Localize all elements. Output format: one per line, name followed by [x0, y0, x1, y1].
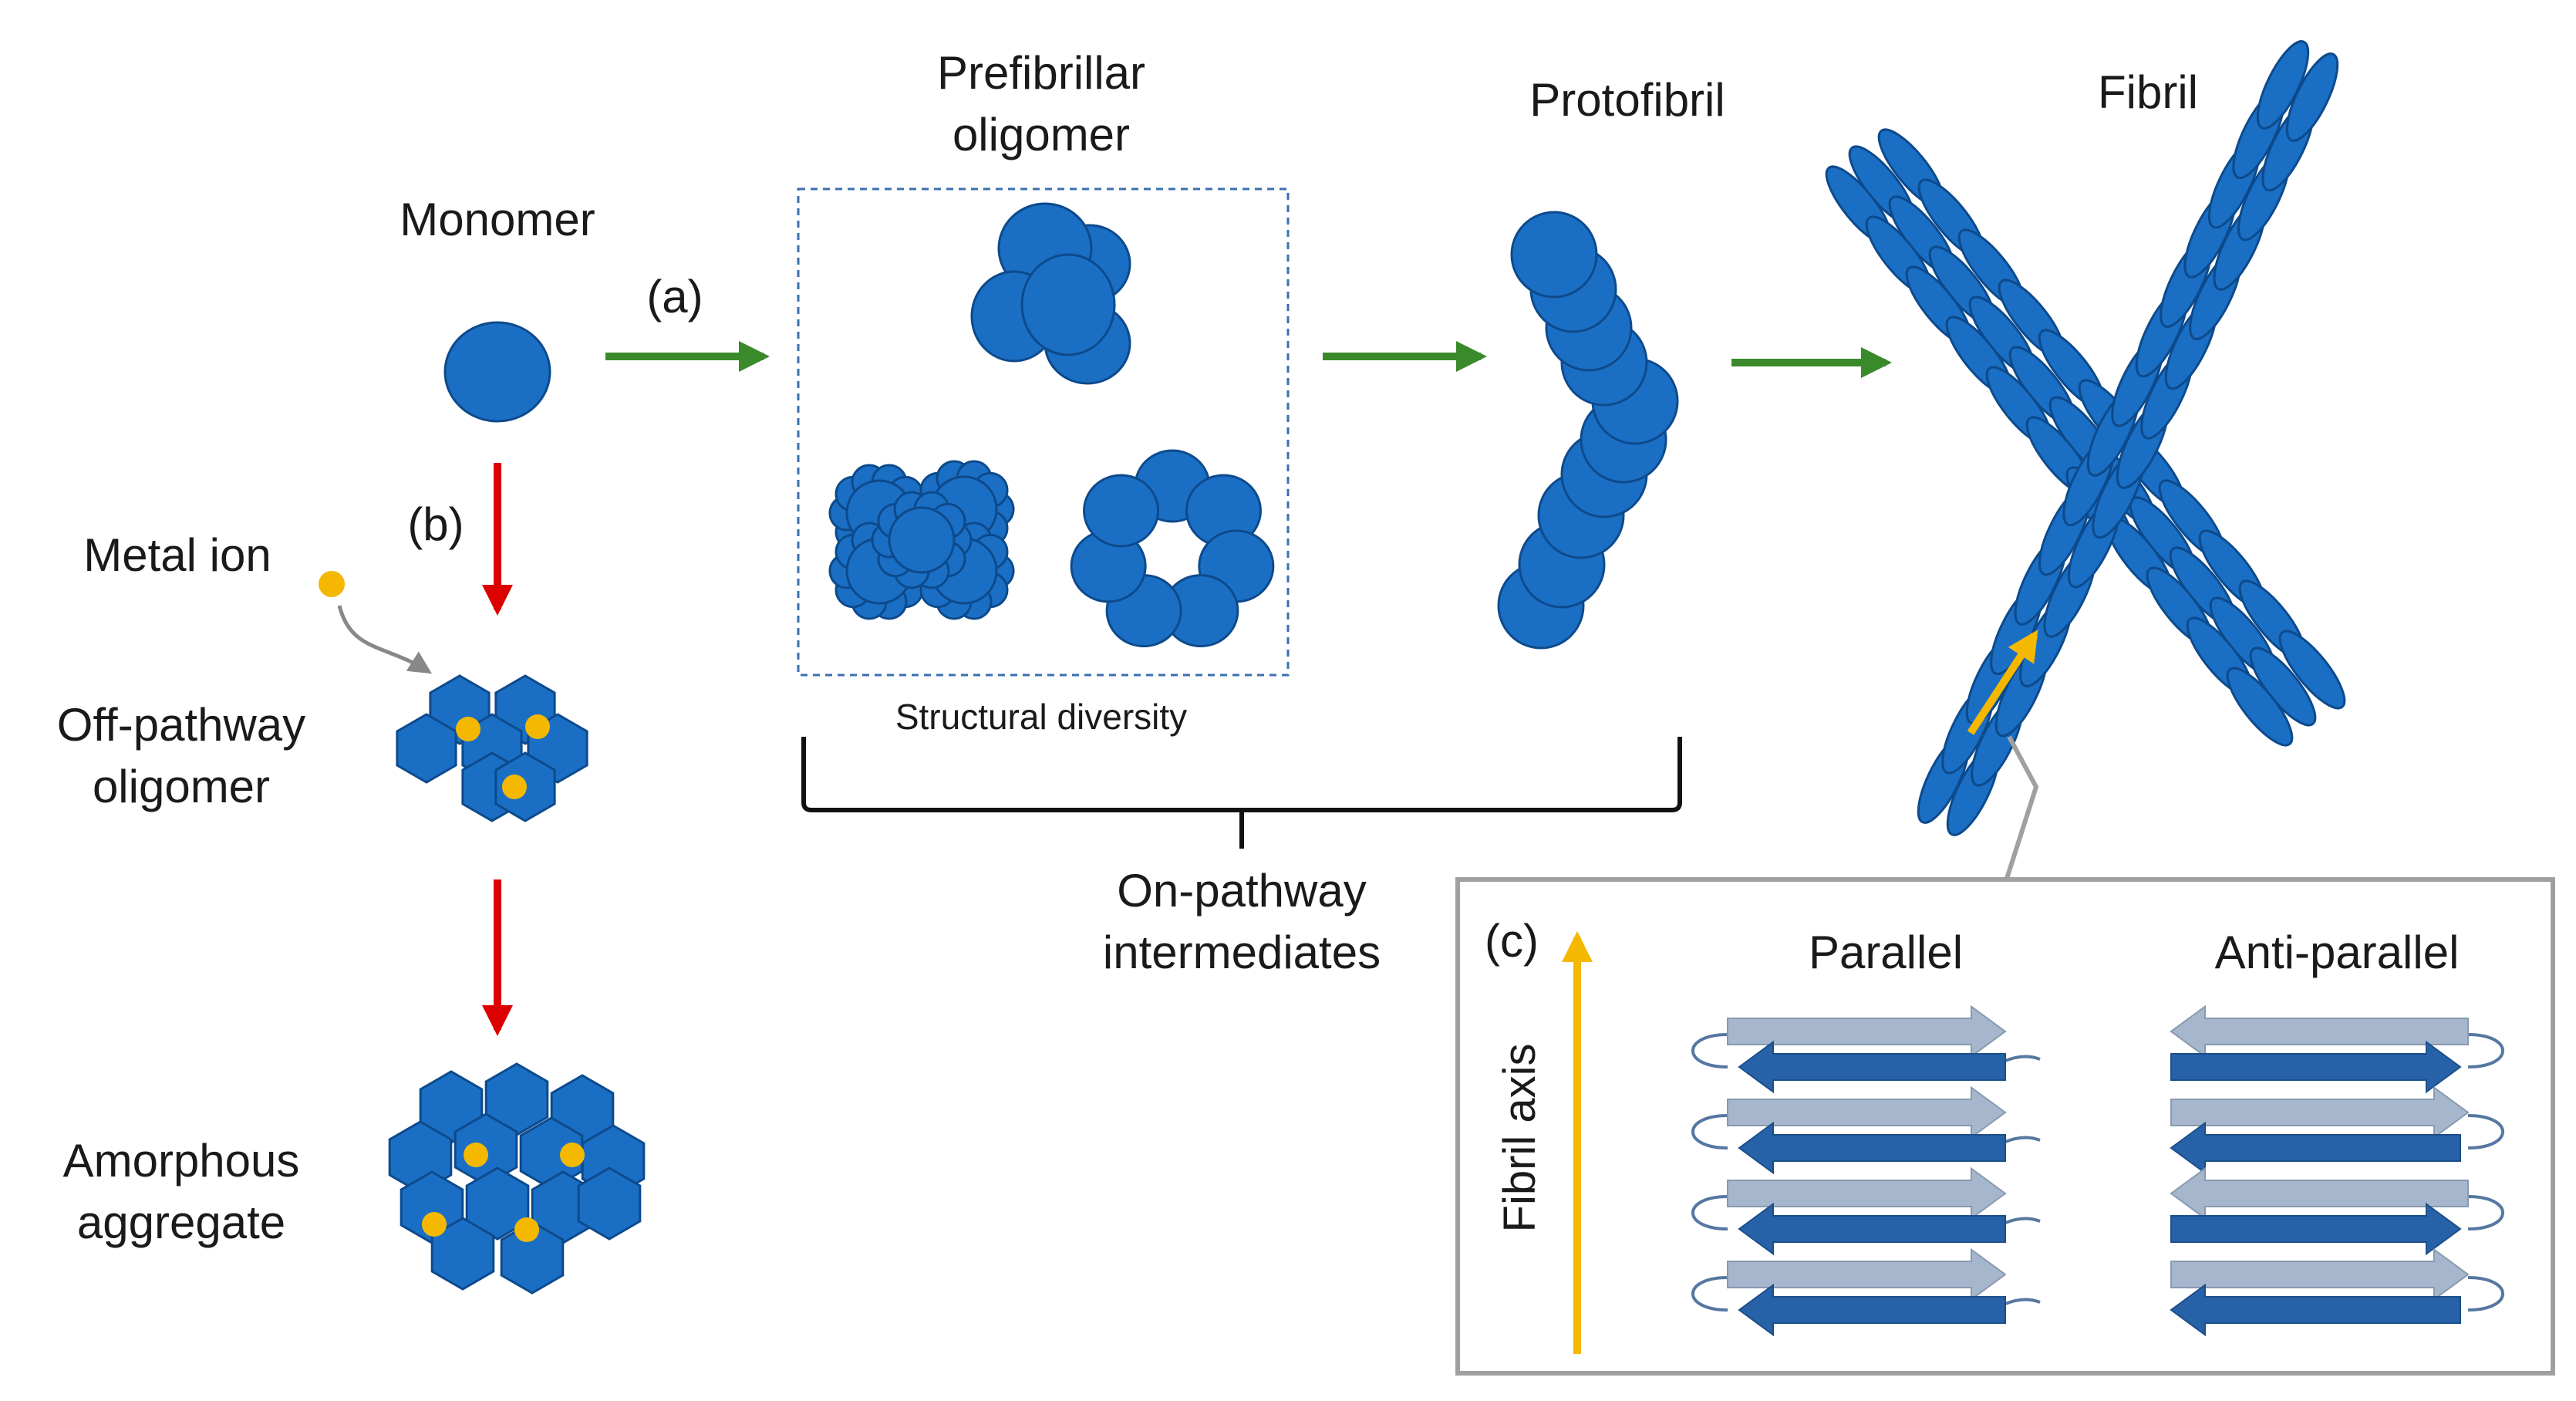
oligomer-globular-cluster — [970, 202, 1131, 385]
beta-strand-light — [1727, 1004, 2007, 1058]
prefibrillar-oligomer-box — [797, 187, 1290, 677]
bound-metal-ion — [502, 775, 527, 799]
on-pathway-label-line2: intermediates — [1103, 927, 1381, 978]
step-c-label: (c) — [1485, 915, 1539, 967]
beta-strand-dark — [1738, 1040, 2006, 1094]
hexagon-subunit — [396, 713, 457, 784]
bound-metal-ion — [464, 1143, 488, 1167]
monomer-label: Monomer — [400, 194, 595, 245]
off-pathway-label-line2: oligomer — [93, 761, 270, 812]
step-b-label: (b) — [407, 498, 464, 550]
strand-loop — [1691, 1276, 1728, 1312]
beta-strand-light — [2170, 1247, 2470, 1301]
prefibrillar-label-line2: oligomer — [953, 109, 1130, 160]
structural-diversity-label: Structural diversity — [895, 697, 1187, 737]
beta-strand-dark — [2170, 1040, 2462, 1094]
amorphous-aggregate-cluster — [388, 1062, 646, 1295]
fibril-subunit — [2278, 630, 2346, 710]
protofibril-label: Protofibril — [1529, 74, 1725, 126]
metal-ion-binding-arrow — [337, 605, 433, 674]
strand-tail — [2004, 1136, 2041, 1143]
beta-strand-light — [2170, 1085, 2470, 1139]
fibril-subunit — [2226, 667, 2294, 747]
beta-strand-dark — [2170, 1283, 2461, 1337]
strand-loop — [2467, 1114, 2504, 1149]
oligomer-subunit — [1083, 474, 1160, 548]
beta-strand-light — [1727, 1166, 2007, 1220]
oligomer-ring-cluster — [1070, 449, 1275, 648]
strand-loop — [2467, 1195, 2504, 1231]
strand-tail — [2004, 1298, 2041, 1305]
fibril-subunit — [2285, 52, 2339, 142]
prefibrillar-label-line1: Prefibrillar — [937, 47, 1145, 99]
protofibril-chain — [1497, 211, 1679, 650]
fibril-structure — [1825, 40, 2346, 836]
strand-loop — [1691, 1195, 1728, 1231]
monomer-shape — [443, 321, 551, 423]
bound-metal-ion — [422, 1212, 447, 1237]
step-a-label: (a) — [646, 271, 703, 322]
strand-tail — [2004, 1055, 2041, 1062]
strand-loop — [2467, 1033, 2504, 1068]
off-pathway-oligomer-cluster — [396, 674, 588, 822]
beta-strand-dark — [1738, 1121, 2006, 1175]
beta-strand-dark — [1738, 1202, 2006, 1256]
bound-metal-ion — [525, 714, 550, 739]
fibril-axis-marker-arrow — [1967, 630, 2038, 735]
beta-strand-light — [2170, 1166, 2469, 1220]
metal-ion-label: Metal ion — [83, 529, 271, 581]
bound-metal-ion — [456, 717, 480, 741]
beta-strand-light — [1727, 1247, 2007, 1301]
strand-loop — [1691, 1114, 1728, 1149]
oligomer-subunit — [1020, 253, 1116, 356]
parallel-beta-sheet — [1691, 1004, 2041, 1337]
strand-loop — [2467, 1276, 2504, 1312]
fibril-axis-label: Fibril axis — [1495, 1044, 1545, 1233]
metal-ion-icon — [319, 571, 345, 597]
strand-tail — [2004, 1217, 2041, 1224]
strand-loop — [1691, 1033, 1728, 1068]
amorphous-label-line1: Amorphous — [63, 1135, 300, 1187]
inset-connector-line — [2003, 735, 2039, 884]
beta-strand-dark — [1738, 1283, 2006, 1337]
bound-metal-ion — [514, 1217, 539, 1242]
off-pathway-label-line1: Off-pathway — [57, 699, 305, 751]
anti-parallel-beta-sheet — [2170, 1004, 2504, 1337]
beta-strand-light — [2170, 1004, 2469, 1058]
amorphous-label-line2: aggregate — [77, 1197, 285, 1248]
protofibril-subunit — [1510, 211, 1598, 299]
oligomer-cauliflower-cluster — [828, 460, 1015, 620]
on-pathway-label-line1: On-pathway — [1117, 865, 1367, 917]
hexagon-subunit — [500, 1220, 565, 1295]
hexagon-subunit — [577, 1166, 642, 1241]
fibril-label: Fibril — [2098, 66, 2198, 118]
oligomer-subunit — [888, 506, 956, 574]
beta-strand-dark — [2170, 1121, 2461, 1175]
hexagon-subunit — [465, 1166, 530, 1241]
bound-metal-ion — [560, 1143, 585, 1167]
on-pathway-bracket — [801, 737, 1682, 849]
beta-strand-light — [1727, 1085, 2007, 1139]
parallel-label: Parallel — [1809, 927, 1963, 978]
anti-parallel-label: Anti-parallel — [2215, 927, 2460, 978]
beta-strand-dark — [2170, 1202, 2462, 1256]
